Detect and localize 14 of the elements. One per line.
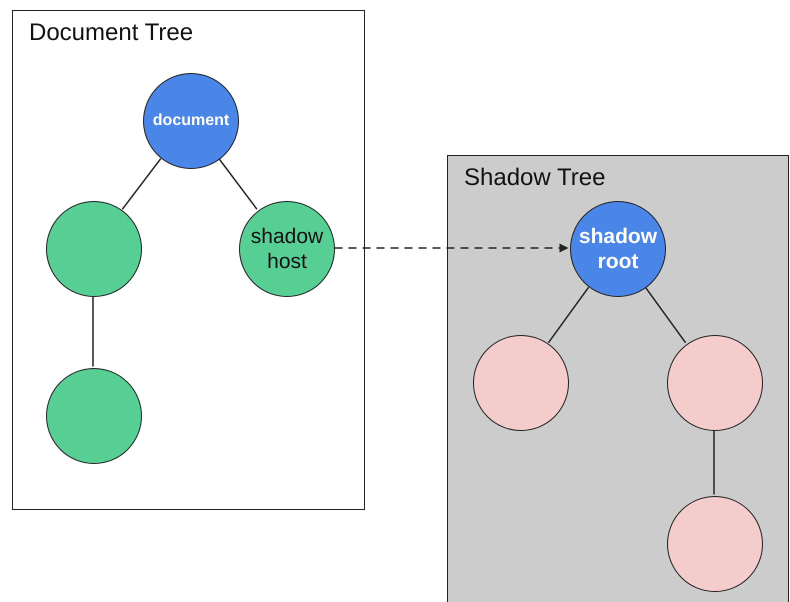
node-label: document <box>152 111 230 131</box>
tree-panel <box>12 10 365 510</box>
tree-link <box>644 286 686 344</box>
panel-title: Document Tree <box>29 19 194 47</box>
panel-title: Shadow Tree <box>464 164 606 192</box>
tree-panel <box>447 155 789 602</box>
node-label: shadow host <box>250 224 324 274</box>
tree-link <box>548 286 590 344</box>
tree-link <box>122 158 162 210</box>
tree-link <box>713 430 715 494</box>
tree-link <box>92 296 94 366</box>
tree-link <box>218 158 258 210</box>
node-label: shadow root <box>578 224 658 274</box>
arrow <box>334 244 568 252</box>
